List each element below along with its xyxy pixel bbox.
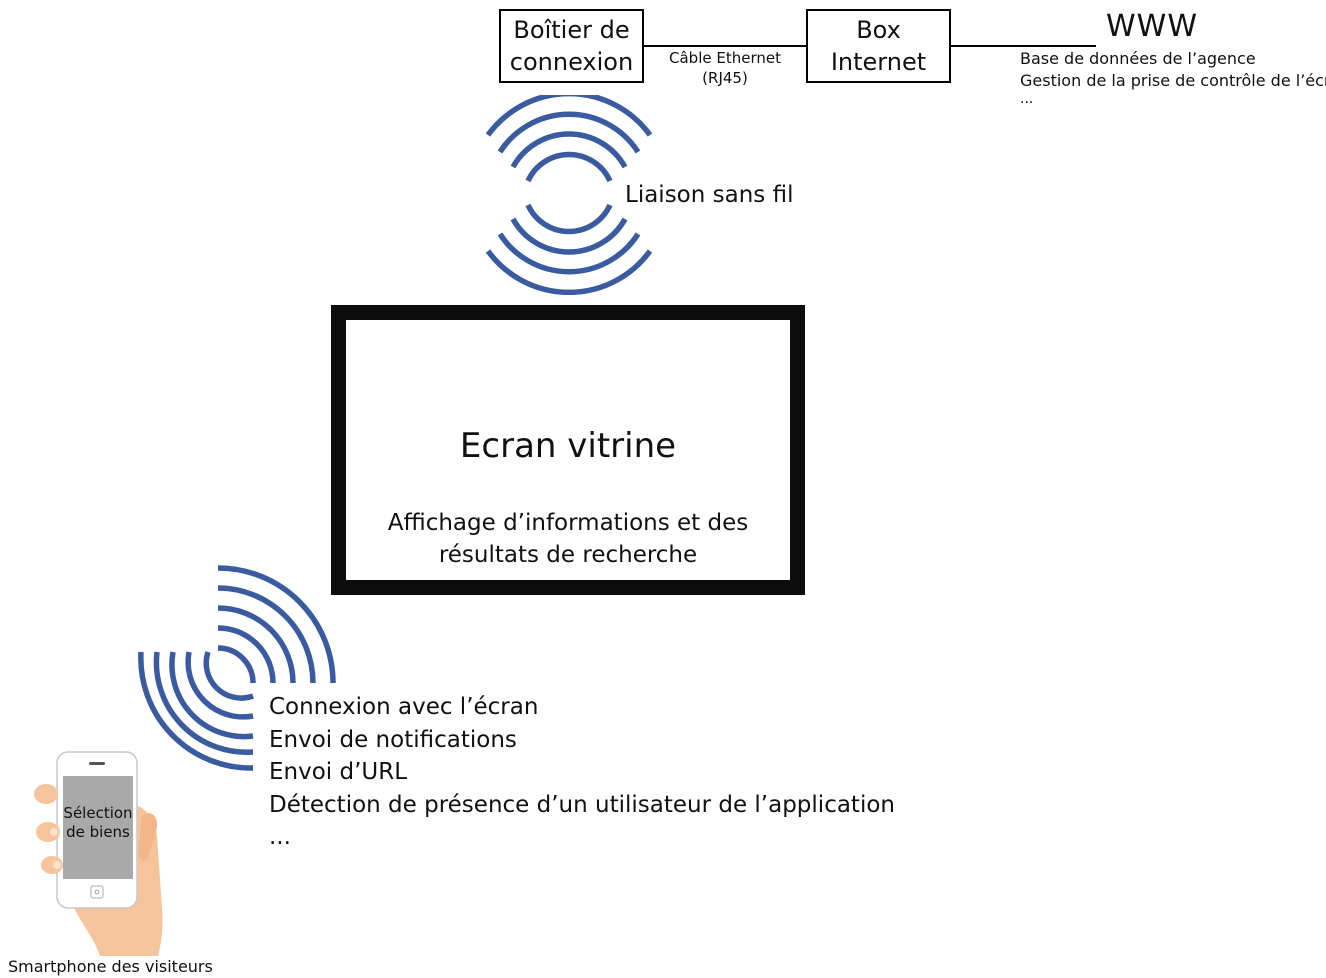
wireless-link-label: Liaison sans fil xyxy=(625,182,794,208)
www-services-list: Base de données de l’agence Gestion de l… xyxy=(1020,48,1326,106)
wifi-signal-icon xyxy=(485,95,653,295)
ethernet-cable-caption: Câble Ethernet (RJ45) xyxy=(644,48,806,88)
phone-feature-item: Envoi d’URL xyxy=(269,759,408,785)
www-title: WWW xyxy=(1106,9,1198,44)
phone-feature-item: Détection de présence d’un utilisateur d… xyxy=(269,791,895,818)
phone-caption: Smartphone des visiteurs xyxy=(8,957,213,976)
box-internet-line1: Box xyxy=(856,16,901,44)
www-item: Gestion de la prise de contrôle de l’écr… xyxy=(1020,71,1326,90)
box-internet-line2: Internet xyxy=(830,48,927,76)
internet-link-line xyxy=(951,45,1096,47)
smartphone-in-hand-icon xyxy=(34,751,163,956)
boitier-line2: connexion xyxy=(509,48,634,76)
screen-title: Ecran vitrine xyxy=(459,426,677,466)
screen-desc-line1: Affichage d’informations et des xyxy=(387,510,749,536)
wifi-signal-icon xyxy=(138,565,336,771)
phone-screen-text: Sélection de biens xyxy=(62,804,134,842)
phone-feature-item: ... xyxy=(269,824,291,850)
boitier-line1: Boîtier de xyxy=(513,16,630,44)
www-item: Base de données de l’agence xyxy=(1020,49,1256,68)
phone-screen-line2: de biens xyxy=(66,823,130,841)
phone-feature-item: Connexion avec l’écran xyxy=(269,694,539,720)
www-item: ... xyxy=(1020,91,1034,107)
boitier-connexion-box: Boîtier de connexion xyxy=(499,9,644,83)
ethernet-cable-line xyxy=(644,45,806,47)
phone-features-list: Connexion avec l’écran Envoi de notifica… xyxy=(269,691,895,854)
cable-line1: Câble Ethernet xyxy=(669,49,781,67)
phone-screen-line1: Sélection xyxy=(63,804,133,822)
ecran-vitrine-box: Ecran vitrine Affichage d’informations e… xyxy=(331,305,805,595)
phone-feature-item: Envoi de notifications xyxy=(269,726,517,753)
screen-desc-line2: résultats de recherche xyxy=(438,542,698,568)
cable-line2: (RJ45) xyxy=(702,69,748,87)
box-internet-box: Box Internet xyxy=(806,9,951,83)
screen-description: Affichage d’informations et des résultat… xyxy=(346,507,790,571)
